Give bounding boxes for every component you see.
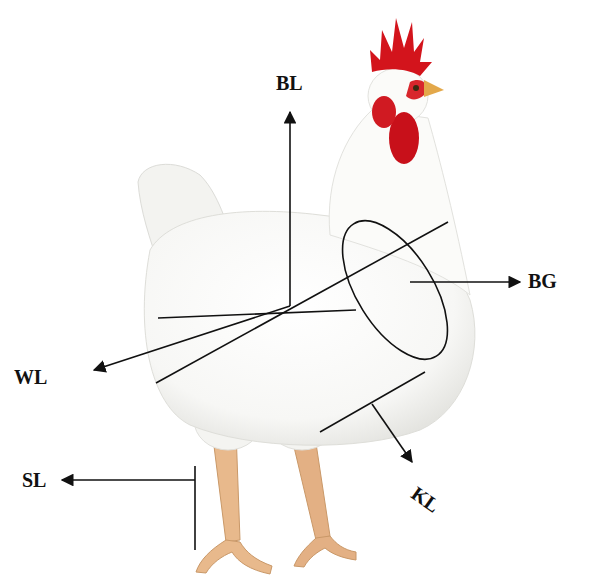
- measurement-lines: [62, 112, 520, 550]
- measurement-label: SL: [22, 469, 46, 492]
- comb: [370, 18, 432, 76]
- measurement-label: WL: [14, 366, 47, 389]
- measurement-label: BG: [528, 270, 557, 293]
- measurement-label: BL: [276, 72, 303, 95]
- eye: [413, 85, 419, 91]
- neck: [329, 110, 470, 295]
- measurement-label: KL: [407, 482, 444, 517]
- beak: [424, 80, 444, 97]
- earlobe: [372, 96, 396, 128]
